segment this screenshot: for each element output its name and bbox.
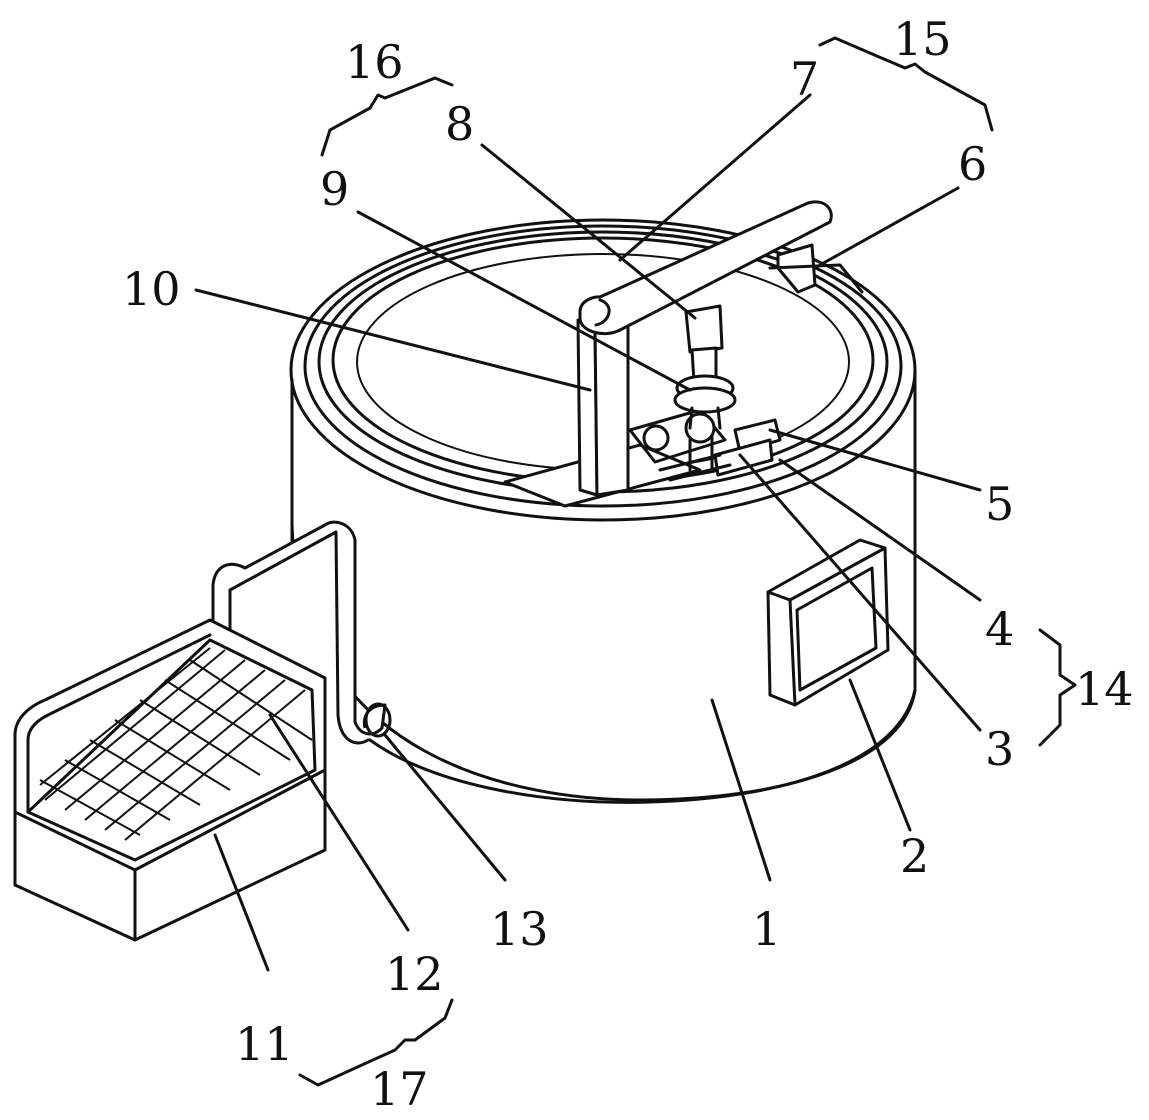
callout-10: 10 <box>122 262 181 316</box>
callout-14: 14 <box>1075 662 1134 716</box>
callout-3: 3 <box>985 722 1014 776</box>
leader-lines <box>194 93 982 972</box>
brace-14 <box>1038 628 1077 747</box>
support-arm <box>576 200 864 497</box>
callout-labels: 1 2 3 4 5 6 7 8 9 10 11 12 13 14 15 16 1… <box>122 12 1134 1116</box>
callout-1: 1 <box>752 902 781 956</box>
callout-16: 16 <box>345 35 404 89</box>
filter-box <box>13 618 327 942</box>
callout-8: 8 <box>445 97 474 151</box>
callout-4: 4 <box>985 602 1014 656</box>
callout-12: 12 <box>385 947 444 1001</box>
pipe <box>211 520 392 745</box>
filter-mesh <box>39 647 313 841</box>
callout-15: 15 <box>893 12 952 66</box>
inspection-window <box>766 538 890 707</box>
callout-2: 2 <box>900 829 929 883</box>
callout-5: 5 <box>985 477 1014 531</box>
callout-11: 11 <box>235 1017 294 1071</box>
brace-16 <box>320 76 454 157</box>
callout-17: 17 <box>370 1062 429 1115</box>
brace-17 <box>298 998 454 1087</box>
brace-15 <box>818 36 994 132</box>
callout-13: 13 <box>490 902 549 956</box>
callout-9: 9 <box>320 162 349 216</box>
callout-7: 7 <box>790 52 819 106</box>
callout-6: 6 <box>958 137 987 191</box>
